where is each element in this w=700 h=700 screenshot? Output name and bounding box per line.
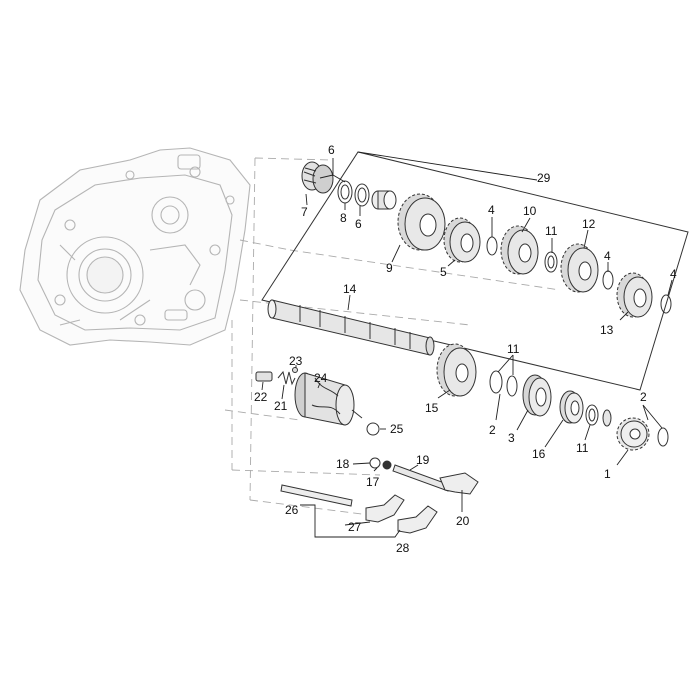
callout-16: 16 xyxy=(532,447,546,461)
callout-2: 2 xyxy=(489,423,496,437)
main-shaft-icon xyxy=(267,299,435,356)
gear-12-icon xyxy=(560,243,599,293)
gear-10-icon xyxy=(500,225,539,275)
gear-9-icon xyxy=(397,193,446,251)
callout-24: 24 xyxy=(314,371,328,385)
callout-4: 4 xyxy=(670,267,677,281)
callout-23: 23 xyxy=(289,354,303,368)
gear-15-icon xyxy=(436,343,477,397)
callout-15: 15 xyxy=(425,401,439,415)
callout-1: 1 xyxy=(604,467,611,481)
callout-2: 2 xyxy=(640,390,647,404)
callout-28: 28 xyxy=(396,541,410,555)
callout-12: 12 xyxy=(582,217,596,231)
shift-fork-icon xyxy=(397,505,438,534)
callout-6: 6 xyxy=(355,217,362,231)
callout-8: 8 xyxy=(340,211,347,225)
callout-9: 9 xyxy=(386,261,393,275)
callout-4: 4 xyxy=(604,249,611,263)
callout-27: 27 xyxy=(348,520,362,534)
callout-7: 7 xyxy=(301,205,308,219)
shift-fork-icon xyxy=(365,494,405,523)
callout-22: 22 xyxy=(254,390,268,404)
washer-icon xyxy=(544,251,558,273)
ball-bearing-icon xyxy=(522,374,552,417)
callout-21: 21 xyxy=(274,399,288,413)
needle-bearing xyxy=(301,161,334,194)
gear-13-icon xyxy=(616,272,653,318)
callout-25: 25 xyxy=(390,422,404,436)
gear-5-icon xyxy=(443,217,481,263)
callout-17: 17 xyxy=(366,475,380,489)
washer-icon xyxy=(585,404,599,426)
callout-labels: 6 7 8 6 29 4 10 11 12 4 4 9 5 13 14 11 1… xyxy=(254,143,677,555)
circlip-icon xyxy=(366,422,380,436)
thrust-washers xyxy=(337,180,370,207)
callout-13: 13 xyxy=(600,323,614,337)
leader-lines xyxy=(261,151,673,538)
circlip-icon xyxy=(486,236,498,256)
sprocket-icon xyxy=(616,417,650,451)
crankcase-half-icon xyxy=(19,147,251,346)
callout-11: 11 xyxy=(576,441,589,455)
callout-20: 20 xyxy=(456,514,470,528)
washer-icon xyxy=(489,370,518,397)
shift-fork-icon xyxy=(439,472,479,495)
circlip-icon xyxy=(602,270,614,290)
callout-4: 4 xyxy=(488,203,495,217)
callout-10: 10 xyxy=(523,204,537,218)
washer-icon xyxy=(369,457,392,470)
callout-11: 11 xyxy=(545,224,558,238)
shift-drum-icon xyxy=(294,372,363,426)
callout-5: 5 xyxy=(440,265,447,279)
callout-11: 11 xyxy=(507,342,520,356)
callout-14: 14 xyxy=(343,282,357,296)
callout-18: 18 xyxy=(336,457,350,471)
callout-29: 29 xyxy=(537,171,551,185)
circlip-icon xyxy=(660,294,672,314)
oil-seal-icon xyxy=(559,390,584,424)
circlip-icon xyxy=(657,427,669,447)
callout-3: 3 xyxy=(508,431,515,445)
spacer-icon xyxy=(602,409,612,427)
callout-19: 19 xyxy=(416,453,430,467)
callout-6: 6 xyxy=(328,143,335,157)
projection-lines xyxy=(224,157,561,516)
detent-parts xyxy=(255,367,298,386)
callout-26: 26 xyxy=(285,503,299,517)
fork-rod-icon xyxy=(280,484,353,507)
gearbox-frame xyxy=(261,151,689,391)
bushing xyxy=(371,190,397,210)
